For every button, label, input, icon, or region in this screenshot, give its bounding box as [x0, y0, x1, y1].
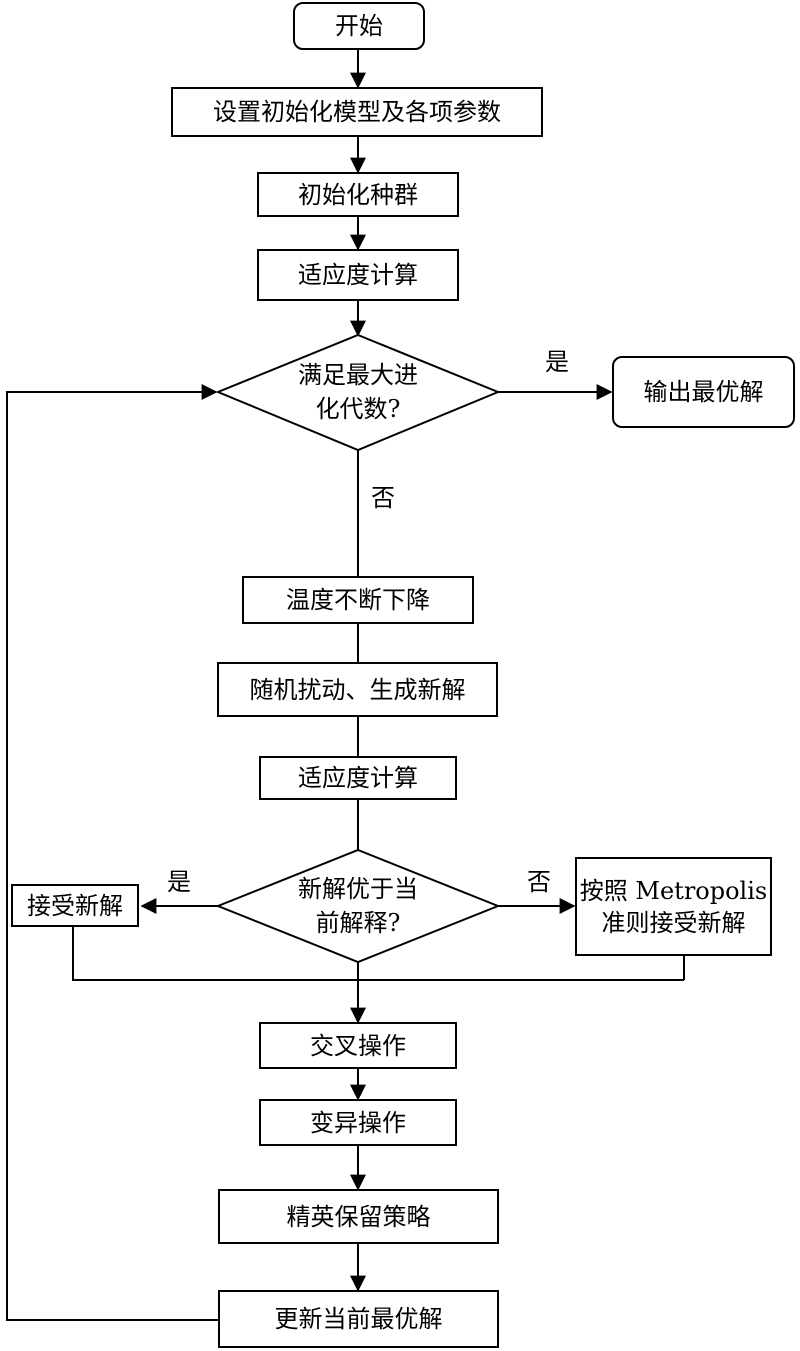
update-best-label: 更新当前最优解 — [274, 1305, 443, 1333]
check-max-gen-line1: 满足最大进 — [298, 361, 418, 389]
perturb-box: 随机扰动、生成新解 — [217, 662, 498, 717]
crossover-box: 交叉操作 — [259, 1022, 457, 1069]
init-params-box: 设置初始化模型及各项参数 — [171, 87, 543, 137]
decision-diamond-max-gen — [215, 333, 501, 452]
check-better-line2: 前解释? — [315, 909, 401, 937]
metropolis-box: 按照 Metropolis 准则接受新解 — [575, 857, 772, 956]
check-max-gen-line2: 化代数? — [315, 395, 401, 423]
fitness-label-1: 适应度计算 — [298, 261, 418, 289]
check-better-text: 新解优于当 前解释? — [260, 872, 456, 940]
init-params-label: 设置初始化模型及各项参数 — [213, 98, 501, 126]
crossover-label: 交叉操作 — [310, 1031, 406, 1060]
fitness-box-2: 适应度计算 — [259, 756, 457, 800]
yes-label-2: 是 — [167, 868, 191, 896]
line-accept-to-merge — [72, 927, 684, 981]
mutation-box: 变异操作 — [259, 1099, 457, 1146]
yes-label-1: 是 — [545, 348, 569, 376]
elitism-label: 精英保留策略 — [286, 1202, 431, 1231]
perturb-label: 随机扰动、生成新解 — [249, 675, 466, 704]
arrow-loop-back — [6, 384, 218, 1321]
output-best-label: 输出最优解 — [643, 378, 764, 406]
no-label-2: 否 — [527, 868, 551, 896]
fitness-label-2: 适应度计算 — [298, 764, 418, 792]
check-better-line1: 新解优于当 — [298, 875, 418, 903]
temp-decrease-label: 温度不断下降 — [286, 586, 430, 614]
decision-diamond-better — [215, 848, 501, 964]
fitness-box-1: 适应度计算 — [257, 249, 459, 301]
accept-new-box: 接受新解 — [11, 884, 139, 927]
mutation-label: 变异操作 — [310, 1108, 406, 1137]
elitism-box: 精英保留策略 — [218, 1189, 499, 1244]
update-best-box: 更新当前最优解 — [218, 1290, 499, 1348]
accept-new-label: 接受新解 — [27, 891, 123, 920]
init-population-label: 初始化种群 — [298, 180, 418, 209]
metropolis-line2: 准则接受新解 — [601, 908, 746, 937]
start-node: 开始 — [293, 2, 425, 50]
init-population-box: 初始化种群 — [257, 172, 459, 217]
output-best-node: 输出最优解 — [612, 356, 795, 428]
temp-decrease-box: 温度不断下降 — [242, 576, 474, 624]
check-max-gen-text: 满足最大进 化代数? — [260, 358, 456, 426]
start-label: 开始 — [335, 12, 383, 40]
no-label-1: 否 — [371, 484, 395, 512]
metropolis-line1: 按照 Metropolis — [579, 876, 768, 905]
